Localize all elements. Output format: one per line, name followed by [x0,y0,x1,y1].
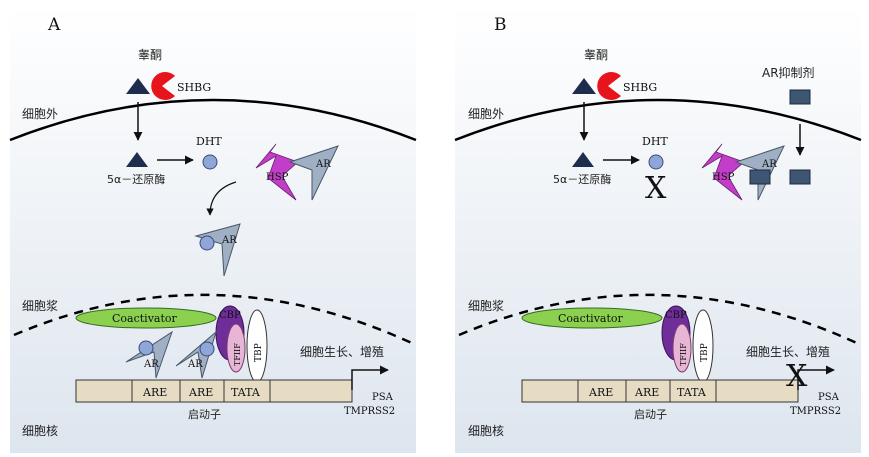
tbp-label: TBP [700,343,710,362]
cbp-label: CBP [219,310,241,321]
nucleus-label: 细胞核 [468,424,504,438]
ar-label-activated: AR [221,235,237,246]
promoter-bar [521,379,799,403]
cytoplasm-label: 细胞浆 [22,298,58,313]
ar-inhibitor-molecule [789,89,811,105]
promoter-bar [75,379,353,403]
testosterone-triangle [126,78,150,94]
ar-label-dimer-left: AR [143,359,159,370]
extracellular-label: 细胞外 [22,107,58,121]
panel-a-background [10,5,416,453]
dht-label: DHT [196,135,222,148]
dht-molecule [202,154,218,170]
psa-label: PSA [818,392,840,403]
are-segment-2: ARE [634,386,659,399]
testosterone-inside-triangle [572,152,594,167]
ar-inhibitor-molecule-2 [789,169,811,185]
hsp-label: HSP [266,172,289,183]
tfiif-shape [672,323,692,373]
ar-label-hsp: AR [761,159,777,170]
growth-label: 细胞生长、增殖 [300,344,384,359]
tmprss2-label: TMPRSS2 [344,406,395,417]
transcription-block-mark: X [786,359,808,394]
coactivator-label: Coactivator [112,312,178,325]
ar-dht-molecule [199,235,215,251]
testosterone-triangle [572,78,596,94]
shbg-icon [597,72,621,101]
are-segment-2: ARE [188,386,213,399]
coactivator-label: Coactivator [558,312,624,325]
hsp-shape [255,143,299,201]
dht-block-mark: X [645,171,667,206]
shbg-label: SHBG [623,81,657,94]
testosterone-inside-triangle [126,152,148,167]
panel-b-background [455,5,861,453]
tfiif-label: TFIIF [679,343,688,366]
reductase-label: 5α－还原酶 [107,173,165,186]
tbp-label: TBP [254,343,264,362]
testosterone-label: 睾酮 [138,47,162,62]
are-segment-1: ARE [142,386,167,399]
dht-molecule [648,154,664,170]
testosterone-label: 睾酮 [584,47,608,62]
tata-segment: TATA [677,386,707,399]
growth-label: 细胞生长、增殖 [746,344,830,359]
nuclear-envelope [458,293,862,347]
are-segment-1: ARE [588,386,613,399]
cytoplasm-label: 细胞浆 [468,298,504,313]
panel-b: B 细胞外 细胞浆 细胞核 睾酮 SHBG 5α－还原酶 DHT X AR抑制剂… [454,5,862,453]
transcription-arrow [797,365,835,390]
hsp-shape [701,143,745,201]
promoter-label: 启动子 [188,408,221,421]
psa-label: PSA [372,392,394,403]
ar-dimer-left-dht [138,340,154,356]
ar-label-hsp: AR [315,159,331,170]
tata-segment: TATA [231,386,261,399]
ar-receptor-shape [288,145,339,201]
panel-a-letter: A [47,15,61,35]
dht-label: DHT [642,135,668,148]
nucleus-label: 细胞核 [22,424,58,438]
activation-arrow [206,181,237,216]
shbg-label: SHBG [177,81,211,94]
reductase-label: 5α－还原酶 [553,173,611,186]
shbg-icon [151,72,175,100]
tfiif-label: TFIIF [233,343,242,366]
ar-inhibitor-label: AR抑制剂 [762,65,815,80]
coactivator-shape [521,307,663,329]
ar-inhibitor-bound [749,169,771,185]
ar-label-dimer-right: AR [187,359,203,370]
panel-b-letter: B [494,15,507,35]
coactivator-shape [75,307,217,329]
promoter-label: 启动子 [634,408,667,421]
nuclear-envelope [13,293,417,347]
hsp-label: HSP [712,172,735,183]
tfiif-shape [226,323,246,373]
ar-dimer-right-dht [199,341,215,357]
tmprss2-label: TMPRSS2 [790,406,841,417]
panel-a: A 细胞外 细胞浆 细胞核 睾酮 SHBG 5α－还原酶 DHT HSP AR … [9,5,417,453]
cell-membrane [454,98,862,142]
cbp-label: CBP [665,310,687,321]
cell-membrane [9,98,417,142]
extracellular-label: 细胞外 [468,107,504,121]
transcription-arrow [351,365,389,390]
